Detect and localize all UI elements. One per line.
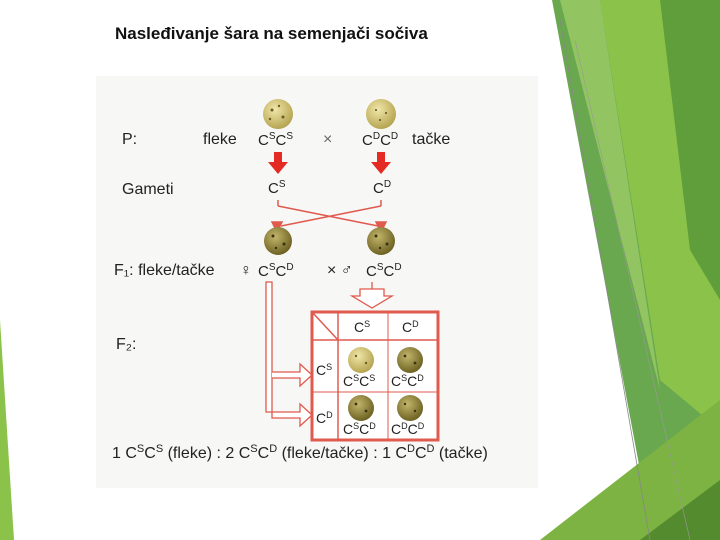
punnett-cell-2-2: CDCD (391, 421, 425, 437)
male-symbol: × ♂ (327, 262, 353, 279)
punnett-row-header-2: CD (316, 410, 333, 426)
label-p: P: (122, 131, 138, 148)
arrow-parent-to-gamete-right (371, 152, 391, 174)
label-f1: F₁: fleke/tačke (114, 262, 215, 279)
genotype-parent-2: CDCD (362, 131, 399, 149)
female-symbol: ♀ (240, 262, 252, 279)
punnett-cell-1-1: CSCS (343, 373, 376, 389)
segregation-ratio: 1 CSCS (fleke) : 2 CSCD (fleke/tačke) : … (112, 443, 488, 462)
punnett-col-header-1: CS (354, 319, 371, 335)
seed-f2-sd-bottom (348, 395, 374, 421)
punnett-cell-2-1: CSCD (343, 421, 376, 437)
genotype-f1-female: CSCD (258, 262, 294, 280)
genotype-gamete-2: CD (373, 179, 392, 197)
cross-symbol: × (323, 131, 333, 148)
punnett-row-header-1: CS (316, 362, 333, 378)
genotype-parent-1: CSCS (258, 131, 294, 149)
punnett-col-header-2: CD (402, 319, 419, 335)
genotype-f1-male: CSCD (366, 262, 402, 280)
arrow-to-punnett-left (265, 281, 313, 428)
punnett-cell-1-2: CSCD (391, 373, 424, 389)
gamete-cross-lines (270, 200, 388, 234)
page-title: Nasleđivanje šara na semenjači sočiva (115, 24, 428, 43)
genotype-gamete-1: CS (268, 179, 286, 197)
arrow-to-punnett-top (349, 282, 395, 309)
label-gameti: Gameti (122, 181, 174, 198)
seed-parent-dotted (366, 99, 396, 129)
arrow-parent-to-gamete-left (268, 152, 288, 174)
seed-f1-female (264, 227, 292, 255)
seed-f2-dd (397, 395, 423, 421)
seed-f1-male (367, 227, 395, 255)
label-f2: F₂: (116, 336, 137, 353)
label-tacke: tačke (412, 131, 451, 148)
seed-parent-spotted (263, 99, 293, 129)
seed-f2-ss (348, 347, 374, 373)
label-fleke: fleke (203, 131, 237, 148)
seed-f2-sd-top (397, 347, 423, 373)
